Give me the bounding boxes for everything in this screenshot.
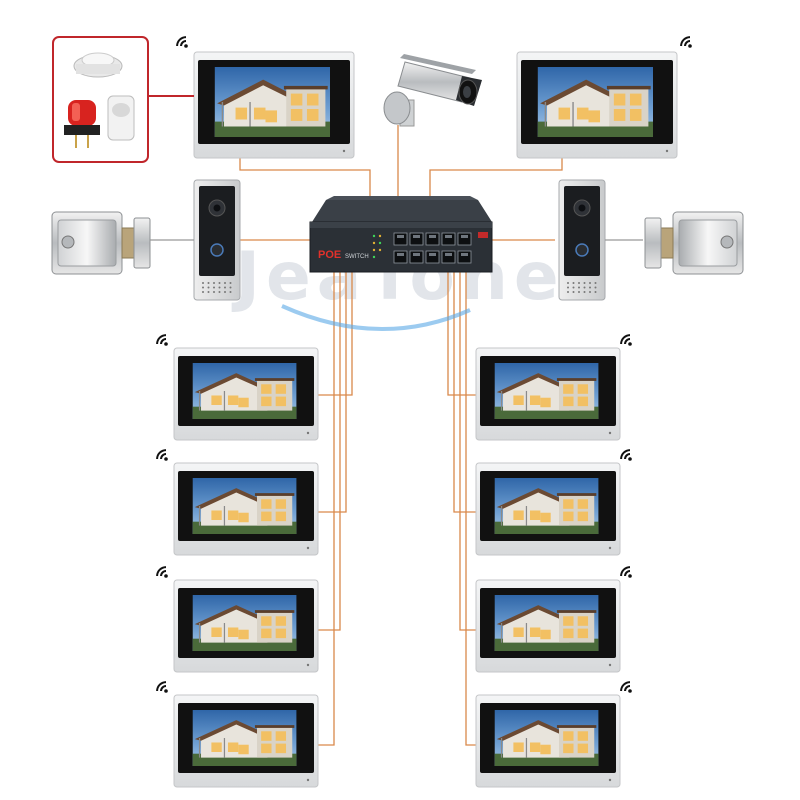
cctv-camera-icon bbox=[383, 54, 482, 127]
house-photo bbox=[192, 710, 297, 766]
house-photo bbox=[192, 478, 297, 534]
electric-lock-icon bbox=[51, 211, 151, 275]
monitor-top-right bbox=[516, 51, 678, 159]
wifi-icon bbox=[620, 566, 632, 578]
ethernet-port bbox=[409, 250, 424, 264]
siren-icon bbox=[64, 100, 100, 148]
ethernet-port bbox=[409, 232, 424, 246]
house-photo bbox=[494, 478, 599, 534]
status-led bbox=[372, 234, 376, 238]
switch-poe-label: POE bbox=[318, 249, 341, 261]
wire-left-monitor-3 bbox=[318, 270, 341, 631]
house-photo bbox=[192, 363, 297, 419]
status-led bbox=[372, 241, 376, 245]
wifi-icon bbox=[156, 334, 168, 346]
switch-badge bbox=[478, 232, 488, 238]
wifi-icon bbox=[620, 449, 632, 461]
wifi-icon bbox=[156, 681, 168, 693]
ethernet-port bbox=[441, 250, 456, 264]
wifi-icon bbox=[620, 334, 632, 346]
ethernet-wires bbox=[239, 125, 563, 746]
wire-right-monitor-1 bbox=[447, 270, 476, 396]
wire-right-monitor-4 bbox=[465, 270, 476, 746]
poe-switch: POE SWITCH bbox=[309, 196, 493, 273]
doorbell-camera-icon bbox=[193, 179, 241, 301]
ethernet-port bbox=[393, 250, 408, 264]
ethernet-port bbox=[393, 232, 408, 246]
house-photo bbox=[494, 363, 599, 419]
electric-lock-icon-right bbox=[644, 211, 744, 275]
house-photo bbox=[192, 595, 297, 651]
wifi-icon bbox=[680, 36, 692, 48]
monitor-left-4 bbox=[173, 694, 319, 788]
wifi-icon bbox=[156, 449, 168, 461]
wire-left-monitor-4 bbox=[318, 270, 335, 746]
doorbell-camera-icon-right bbox=[558, 179, 606, 301]
wifi-icon bbox=[176, 36, 188, 48]
monitor-left-2 bbox=[173, 462, 319, 556]
wire-right-monitor-3 bbox=[459, 270, 476, 631]
status-led bbox=[378, 248, 382, 252]
wifi-icon bbox=[156, 566, 168, 578]
monitor-left-1 bbox=[173, 347, 319, 441]
ethernet-port bbox=[457, 232, 472, 246]
monitor-left-3 bbox=[173, 579, 319, 673]
monitor-right-3 bbox=[475, 579, 621, 673]
ethernet-port bbox=[425, 232, 440, 246]
ethernet-port bbox=[441, 232, 456, 246]
monitor-top-left bbox=[193, 51, 355, 159]
wire-left-monitor-2 bbox=[318, 270, 347, 513]
pir-sensor-icon bbox=[107, 95, 135, 141]
wire-right-monitor-2 bbox=[453, 270, 476, 513]
house-photo bbox=[214, 67, 330, 137]
monitor-right-4 bbox=[475, 694, 621, 788]
status-led bbox=[372, 248, 376, 252]
status-led bbox=[372, 255, 376, 259]
watermark-arc bbox=[281, 304, 471, 332]
status-led bbox=[378, 241, 382, 245]
ethernet-port bbox=[425, 250, 440, 264]
ethernet-port bbox=[457, 250, 472, 264]
wifi-icon bbox=[620, 681, 632, 693]
wire-left-monitor-1 bbox=[318, 270, 353, 396]
status-led bbox=[378, 234, 382, 238]
smoke-detector-icon bbox=[73, 52, 123, 78]
monitor-right-1 bbox=[475, 347, 621, 441]
house-photo bbox=[537, 67, 653, 137]
monitor-right-2 bbox=[475, 462, 621, 556]
house-photo bbox=[494, 595, 599, 651]
switch-brand-label: SWITCH bbox=[345, 254, 369, 260]
house-photo bbox=[494, 710, 599, 766]
alarm-sensors-box bbox=[52, 36, 194, 163]
